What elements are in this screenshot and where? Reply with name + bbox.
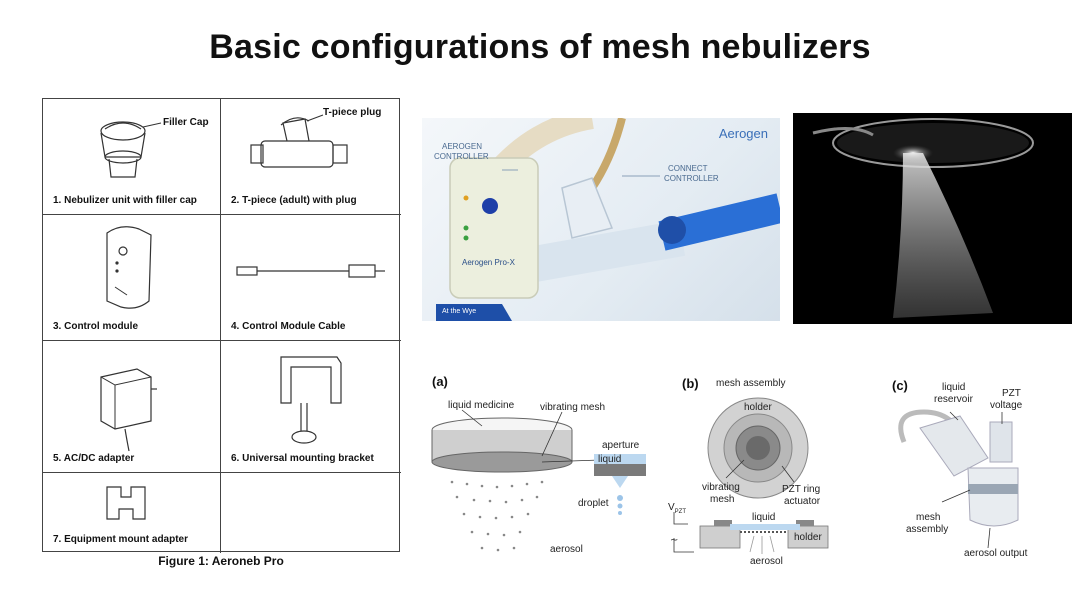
diagram-b-letter: (b) bbox=[682, 376, 699, 391]
actuator-label: actuator bbox=[784, 496, 821, 507]
part-cell-mounting-bracket: 6. Universal mounting bracket bbox=[221, 341, 401, 473]
part-caption-2: 2. T-piece (adult) with plug bbox=[231, 195, 357, 206]
diagram-a-drawing bbox=[431, 409, 646, 552]
aperture-label: aperture bbox=[602, 440, 640, 451]
page-title: Basic configurations of mesh nebulizers bbox=[209, 28, 871, 66]
controller-label-line2: CONTROLLER bbox=[434, 152, 489, 161]
mesh-label: mesh bbox=[710, 494, 735, 505]
holder-label-bottom: holder bbox=[794, 532, 822, 543]
diagram-a-letter: (a) bbox=[432, 374, 448, 389]
part-cell-control-module: 3. Control module bbox=[43, 215, 221, 341]
vpzt-subscript: PZT bbox=[674, 509, 687, 515]
liquid-label-b: liquid bbox=[752, 512, 776, 523]
mounting-bracket-illustration bbox=[280, 356, 342, 444]
liquid-label-c: liquid bbox=[942, 382, 966, 393]
cable-illustration bbox=[236, 264, 385, 278]
diagram-b-drawing: ~ bbox=[670, 397, 829, 554]
reservoir-label: reservoir bbox=[934, 394, 973, 405]
connect-label-line2: CONTROLLER bbox=[664, 174, 719, 183]
diagram-a: (a) liquid medicine vibrating mesh apert… bbox=[422, 372, 652, 572]
part-caption-4: 4. Control Module Cable bbox=[231, 321, 346, 332]
part-caption-6: 6. Universal mounting bracket bbox=[231, 453, 374, 464]
t-piece-illustration bbox=[250, 114, 348, 168]
aerosol-output-label: aerosol output bbox=[964, 548, 1028, 559]
vibrating-mesh-label: vibrating mesh bbox=[540, 402, 606, 413]
aerogen-brand: Aerogen bbox=[718, 126, 768, 141]
assembly-label: assembly bbox=[906, 524, 949, 535]
part-cell-control-module-cable: 4. Control Module Cable bbox=[221, 215, 401, 341]
part-caption-7: 7. Equipment mount adapter bbox=[53, 534, 189, 545]
diagram-c: (c) liquid reservoir PZT voltage mesh as… bbox=[884, 372, 1064, 572]
liquid-label: liquid bbox=[598, 454, 622, 465]
t-piece-plug-label: T-piece plug bbox=[323, 107, 382, 118]
controller-label-line1: AEROGEN bbox=[442, 142, 483, 151]
aerosol-label: aerosol bbox=[550, 544, 583, 555]
equipment-mount-illustration bbox=[106, 486, 146, 520]
droplet-label: droplet bbox=[578, 498, 609, 509]
diagram-c-letter: (c) bbox=[892, 378, 908, 393]
part-caption-1: 1. Nebulizer unit with filler cap bbox=[53, 195, 197, 206]
svg-text:~: ~ bbox=[670, 535, 678, 546]
pzt-ring-label: PZT ring bbox=[782, 484, 821, 495]
vpzt-label: VPZT bbox=[668, 502, 686, 515]
part-cell-t-piece: T-piece plug 2. T-piece (adult) with plu… bbox=[221, 99, 401, 215]
part-cell-nebulizer-unit: Filler Cap 1. Nebulizer unit with filler… bbox=[43, 99, 221, 215]
aerosol-label-b: aerosol bbox=[750, 556, 783, 567]
aerosol-plume-illustration bbox=[812, 118, 1034, 318]
control-module-illustration bbox=[106, 226, 152, 309]
liquid-medicine-label: liquid medicine bbox=[448, 400, 515, 411]
aerogen-controller-photo: Aerogen AEROGEN CONTROLLER CONNECT CONTR… bbox=[422, 118, 780, 321]
connect-label-line1: CONNECT bbox=[668, 164, 708, 173]
aerogen-scene-illustration bbox=[436, 118, 780, 321]
holder-label: holder bbox=[744, 402, 772, 413]
part-cell-adapter: 5. AC/DC adapter bbox=[43, 341, 221, 473]
mesh-aerosol-photo bbox=[793, 113, 1072, 324]
mesh-label-c: mesh bbox=[916, 512, 941, 523]
parts-grid: Filler Cap 1. Nebulizer unit with filler… bbox=[42, 98, 401, 553]
ac-dc-adapter-illustration bbox=[100, 368, 157, 452]
device-name: Aerogen Pro-X bbox=[462, 258, 515, 267]
nebulizer-unit-illustration bbox=[100, 121, 162, 178]
banner-text: At the Wye bbox=[442, 308, 477, 315]
diagram-c-drawing bbox=[898, 409, 1019, 549]
figure-caption: Figure 1: Aeroneb Pro bbox=[158, 554, 284, 568]
diagram-b: (b) ~ mesh assembly holder vibrating mes… bbox=[664, 372, 844, 572]
part-caption-3: 3. Control module bbox=[53, 321, 138, 332]
part-cell-empty bbox=[221, 473, 401, 553]
vpzt-symbol: V bbox=[668, 502, 675, 513]
mesh-assembly-label: mesh assembly bbox=[716, 378, 786, 389]
filler-cap-label: Filler Cap bbox=[163, 117, 209, 128]
voltage-label: voltage bbox=[990, 400, 1023, 411]
part-cell-equipment-mount: 7. Equipment mount adapter bbox=[43, 473, 221, 553]
part-caption-5: 5. AC/DC adapter bbox=[53, 453, 135, 464]
pzt-label: PZT bbox=[1002, 388, 1021, 399]
vibrating-label: vibrating bbox=[702, 482, 740, 493]
